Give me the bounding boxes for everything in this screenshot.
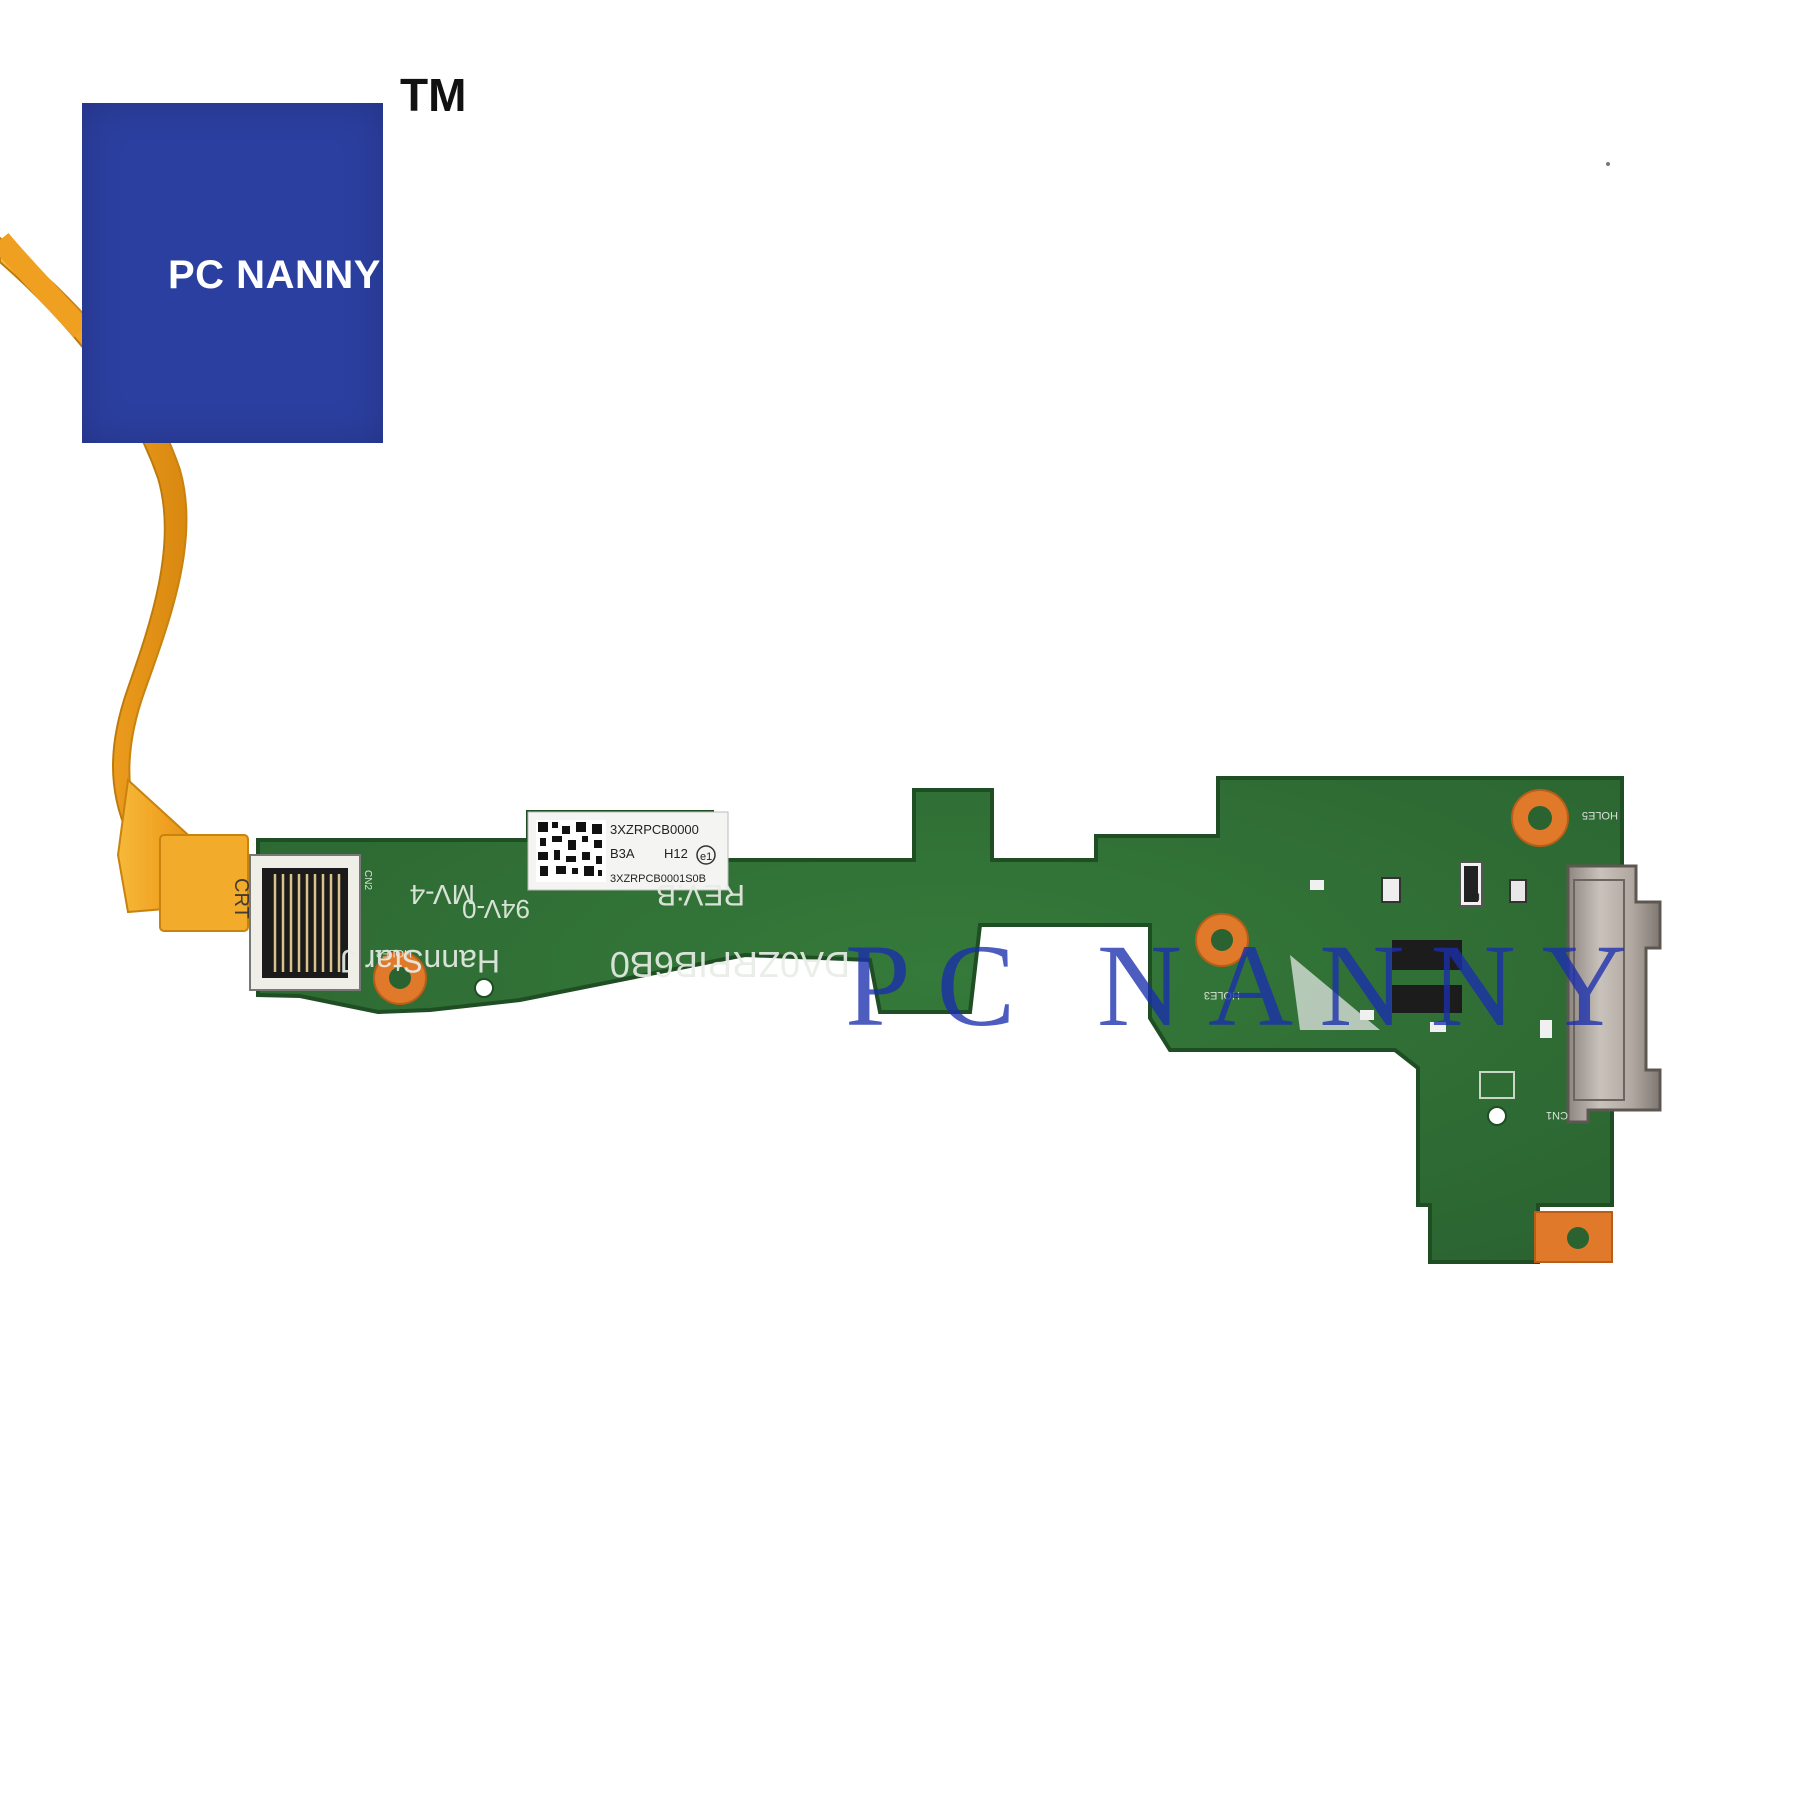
sticker-code: 3XZRPCB0000 [610, 822, 699, 837]
fpc-connector [249, 854, 361, 991]
sticker-line2: B3A [610, 846, 635, 861]
silk-hole2: HOLE2 [376, 947, 412, 959]
trademark-mark: TM [400, 69, 467, 121]
silk-maker: HannStar J [340, 943, 500, 979]
silk-hole3: HOLE3 [1204, 989, 1240, 1001]
mounting-pads [373, 789, 1613, 1263]
silk-cn1: CN1 [1546, 1109, 1568, 1121]
silk-part: DA0ZRPIB6B0 [610, 944, 850, 985]
silk-mv: MV-4 [410, 879, 475, 910]
silk-cn2: CN2 [362, 870, 373, 890]
silk-crt: CRT [230, 878, 252, 919]
port-connector [1566, 864, 1662, 1124]
sticker-line2b: H12 [664, 846, 688, 861]
components [1290, 861, 1552, 1099]
brand-logo-box [82, 103, 383, 443]
watermark-text: PC NANNY [845, 920, 1653, 1051]
brand-logo-text: PC NANNY [168, 253, 381, 297]
pcb-board [256, 776, 1624, 1264]
silkscreen: DA0ZRPIB6B0 HannStar J REV:B MV-4 94V-0 … [230, 809, 1618, 1121]
sticker-line3: 3XZRPCB0001S0B [610, 873, 706, 885]
sticker-mark: e1 [700, 851, 712, 863]
silk-rev: REV:B [656, 878, 745, 911]
silk-hole5: HOLE5 [1582, 809, 1618, 821]
silk-94v: 94V-0 [462, 894, 530, 924]
serial-sticker: 3XZRPCB0000 B3A H12 e1 3XZRPCB0001S0B [527, 811, 729, 891]
silk-tu: TU [1464, 891, 1480, 905]
